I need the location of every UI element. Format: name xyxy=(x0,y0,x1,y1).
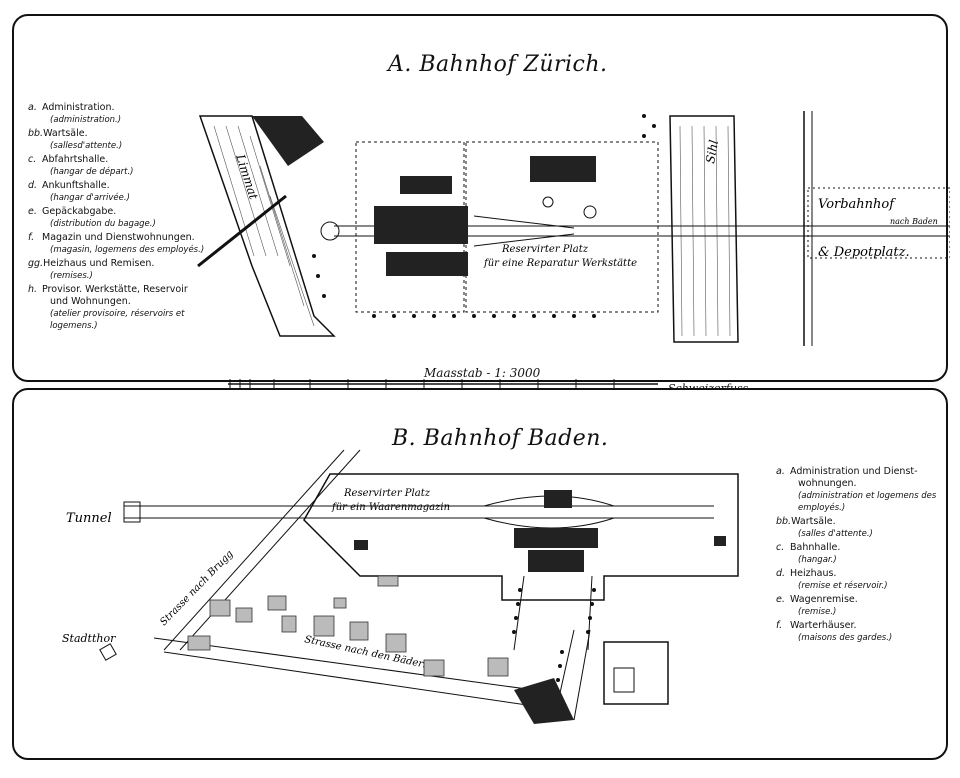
zurich-map: Limmat Sihl Reservirter Platz xyxy=(197,111,950,346)
baden-roads xyxy=(153,449,593,721)
legend-french: (administration.) xyxy=(50,115,122,125)
legend-french: (magasin, logemens des employés.) xyxy=(50,245,205,255)
turntable-2 xyxy=(542,196,554,208)
zurich-legend-item: f. Magazin und Dienstwohnungen. (magasin,… xyxy=(28,232,223,256)
bridge-bastion xyxy=(252,116,324,166)
legend-german: Magazin und Dienstwohnungen. xyxy=(42,232,195,243)
legend-french: (remise.) xyxy=(798,607,837,617)
legend-french: (remises.) xyxy=(50,271,93,281)
vorbahnhof-area xyxy=(807,187,950,259)
depot-label: & Depotplatz. xyxy=(818,245,910,260)
vorbahnhof-label: Vorbahnhof xyxy=(818,197,896,212)
zurich-legend-item: bb. Wartsäle. (sallesd'attente.) xyxy=(28,128,223,152)
tunnel-portal xyxy=(123,501,141,523)
legend-key: d. xyxy=(28,180,38,191)
limmat-hatching xyxy=(213,125,315,327)
legend-key: e. xyxy=(28,206,37,217)
baden-legend: a. Administration und Dienst-wohnungen. (… xyxy=(776,466,946,646)
turntable xyxy=(320,221,340,241)
legend-german: Gepäckabgabe. xyxy=(42,206,117,217)
legend-german: Administration und Dienst- xyxy=(790,466,918,477)
sihl-river xyxy=(669,115,739,343)
zurich-title: A. Bahnhof Zürich. xyxy=(388,52,608,77)
baden-legend-item: d. Heizhaus. (remise et réservoir.) xyxy=(776,568,946,592)
legend-german: Heizhaus und Remisen. xyxy=(43,258,155,269)
legend-german: Administration. xyxy=(42,102,115,113)
footbridge xyxy=(197,194,287,268)
legend-key: c. xyxy=(776,542,785,553)
legend-key: e. xyxy=(776,594,785,605)
zurich-legend-item: a. Administration. (administration.) xyxy=(28,102,223,126)
baden-reserved-label: Reservirter Platz xyxy=(343,488,431,499)
legend-french: (maisons des gardes.) xyxy=(798,633,893,643)
nach-baden-label: nach Baden xyxy=(890,217,938,226)
baden-legend-item: e. Wagenremise. (remise.) xyxy=(776,594,946,618)
legend-german: Abfahrtshalle. xyxy=(42,154,109,165)
legend-key: f. xyxy=(776,620,783,631)
legend-german: Warterhäuser. xyxy=(790,620,857,631)
garden-building xyxy=(613,667,635,693)
embankment-hatch xyxy=(514,678,574,724)
legend-key: c. xyxy=(28,154,37,165)
legend-french: (atelier provisoire, réservoirs et logem… xyxy=(50,309,185,331)
town-houses xyxy=(187,575,509,677)
legend-french: (hangar.) xyxy=(798,555,837,565)
zurich-legend-item: d. Ankunftshalle. (hangar d'arrivée.) xyxy=(28,180,223,204)
sihl-label: Sihl xyxy=(703,139,721,165)
legend-key: gg. xyxy=(28,258,44,269)
zurich-legend-item: gg. Heizhaus und Remisen. (remises.) xyxy=(28,258,223,282)
zurich-legend: a. Administration. (administration.) bb. W… xyxy=(28,102,223,334)
legend-german: Ankunftshalle. xyxy=(42,180,110,191)
baden-legend-item: a. Administration und Dienst-wohnungen. (… xyxy=(776,466,946,514)
zurich-plan-panel: A. Bahnhof Zürich. a. Administration. (ad… xyxy=(12,14,950,382)
sihl-hatching xyxy=(679,125,731,337)
baden-map: Tunnel Reservirter Platz für ein Waarenm… xyxy=(62,449,739,724)
baden-reserved-label-2: für ein Waarenmagazin xyxy=(331,502,450,513)
baden-legend-item: f. Warterhäuser. (maisons des gardes.) xyxy=(776,620,946,644)
legend-key: a. xyxy=(776,466,785,477)
legend-german: Wartsäle. xyxy=(791,516,836,527)
zurich-buildings xyxy=(374,156,596,276)
tree-rows xyxy=(312,114,656,318)
scale-title: Maasstab - 1: 3000 xyxy=(424,366,541,380)
baden-station-outline xyxy=(303,473,739,601)
baden-title: B. Bahnhof Baden. xyxy=(392,426,609,451)
stadtthor-label: Stadtthor xyxy=(62,632,116,645)
legend-french: (sallesd'attente.) xyxy=(50,141,123,151)
legend-key: bb. xyxy=(28,128,44,139)
tunnel-label: Tunnel xyxy=(66,511,112,526)
baden-buildings xyxy=(354,490,726,572)
baden-legend-item: bb. Wartsäle. (salles d'attente.) xyxy=(776,516,946,540)
turntable-3 xyxy=(583,205,597,219)
legend-key: a. xyxy=(28,102,37,113)
reserved-label: Reservirter Platz xyxy=(501,244,589,255)
legend-french: (salles d'attente.) xyxy=(798,529,873,539)
legend-key: h. xyxy=(28,284,38,295)
stadtthor-gate xyxy=(99,643,117,661)
legend-german: Provisor. Werkstätte, Reservoir xyxy=(42,284,188,295)
baden-legend-item: c. Bahnhalle. (hangar.) xyxy=(776,542,946,566)
reserved-label-2: für eine Reparatur Werkstätte xyxy=(483,258,637,269)
legend-german: Wagenremise. xyxy=(790,594,858,605)
legend-french: (remise et réservoir.) xyxy=(798,581,888,591)
limmat-river xyxy=(198,115,336,337)
legend-french: (hangar d'arrivée.) xyxy=(50,193,130,203)
legend-key: d. xyxy=(776,568,786,579)
legend-german-cont: und Wohnungen. xyxy=(50,296,131,307)
zurich-legend-item: c. Abfahrtshalle. (hangar de départ.) xyxy=(28,154,223,178)
legend-german: Bahnhalle. xyxy=(790,542,841,553)
legend-key: bb. xyxy=(776,516,792,527)
walled-garden xyxy=(603,641,669,705)
legend-french: (administration et logemens des employés… xyxy=(798,491,937,513)
legend-french: (distribution du bagage.) xyxy=(50,219,156,229)
zurich-legend-item: e. Gepäckabgabe. (distribution du bagage.… xyxy=(28,206,223,230)
legend-key: f. xyxy=(28,232,35,243)
legend-german: Heizhaus. xyxy=(790,568,837,579)
legend-french: (hangar de départ.) xyxy=(50,167,134,177)
legend-german-cont: wohnungen. xyxy=(798,478,857,489)
baden-plan-panel: B. Bahnhof Baden. a. Administration und … xyxy=(12,388,948,760)
legend-german: Wartsäle. xyxy=(43,128,88,139)
